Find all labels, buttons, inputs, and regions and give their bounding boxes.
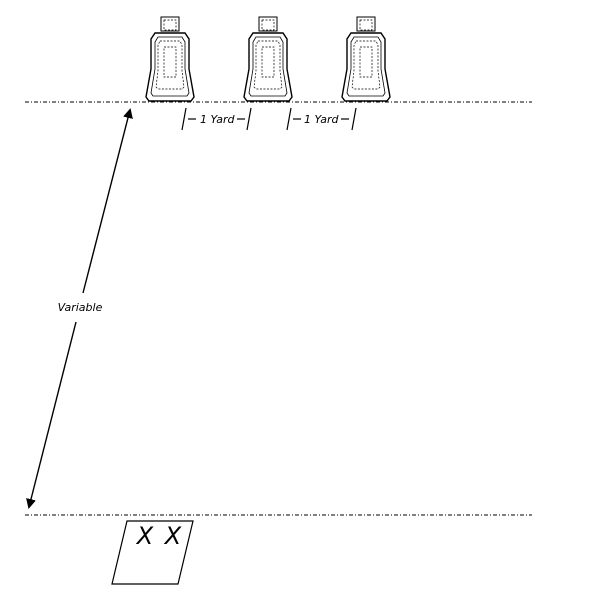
spacing-marker-1: 1 Yard [181, 107, 252, 131]
spacing-marker-2: 1 Yard [286, 107, 357, 131]
shooter-box-label: X X [135, 522, 184, 550]
spacing-label-2: 1 Yard [304, 113, 339, 126]
shooter-box-icon [111, 520, 194, 585]
spacing-label-1: 1 Yard [200, 113, 235, 126]
distance-arrow [26, 108, 133, 509]
distance-label: Variable [58, 301, 103, 314]
target-icon [243, 16, 293, 102]
target-icon [341, 16, 391, 102]
target-icon [145, 16, 195, 102]
